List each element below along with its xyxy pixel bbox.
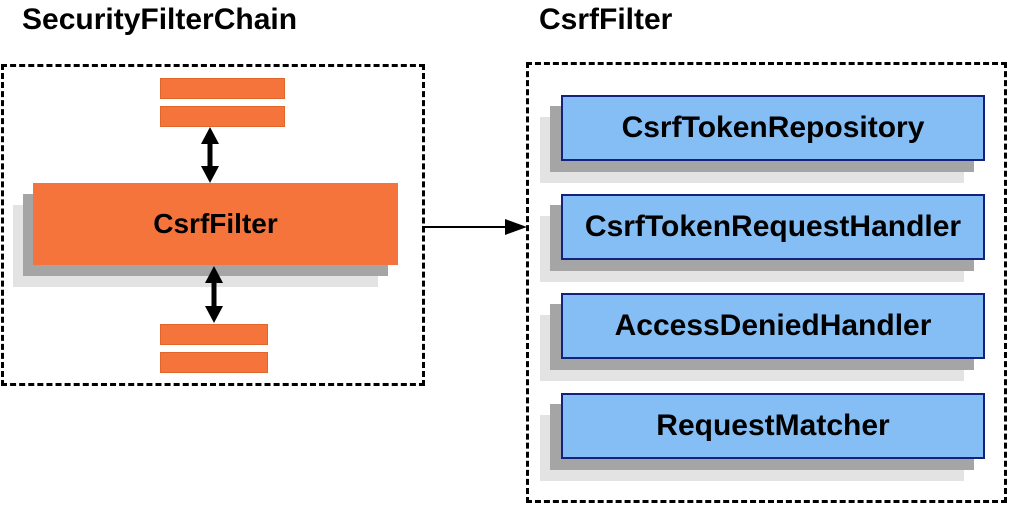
- component-node-csrf-token-request-handler: CsrfTokenRequestHandler: [561, 194, 985, 260]
- component-label: AccessDeniedHandler: [614, 309, 932, 342]
- other-filter-bar: [160, 352, 268, 373]
- other-filter-bar: [160, 78, 285, 99]
- component-node-csrf-token-repository: CsrfTokenRepository: [561, 95, 985, 161]
- component-label: RequestMatcher: [656, 409, 890, 442]
- up-down-arrow-icon: [205, 266, 223, 323]
- component-label: CsrfTokenRepository: [621, 111, 925, 144]
- csrf-filter-container: [526, 62, 1007, 503]
- csrf-filter-title: CsrfFilter: [539, 3, 673, 36]
- csrf-filter-node: CsrfFilter: [33, 183, 398, 265]
- up-down-arrow-icon: [201, 127, 219, 183]
- right-arrow-icon: [422, 219, 527, 235]
- other-filter-bar: [160, 106, 285, 127]
- security-filter-chain-container: [1, 64, 425, 386]
- security-filter-chain-title: SecurityFilterChain: [22, 3, 298, 36]
- component-label: CsrfTokenRequestHandler: [584, 210, 962, 243]
- csrf-filter-node-label: CsrfFilter: [153, 208, 278, 239]
- component-node-request-matcher: RequestMatcher: [561, 393, 985, 459]
- component-node-access-denied-handler: AccessDeniedHandler: [561, 293, 985, 359]
- other-filter-bar: [160, 324, 268, 345]
